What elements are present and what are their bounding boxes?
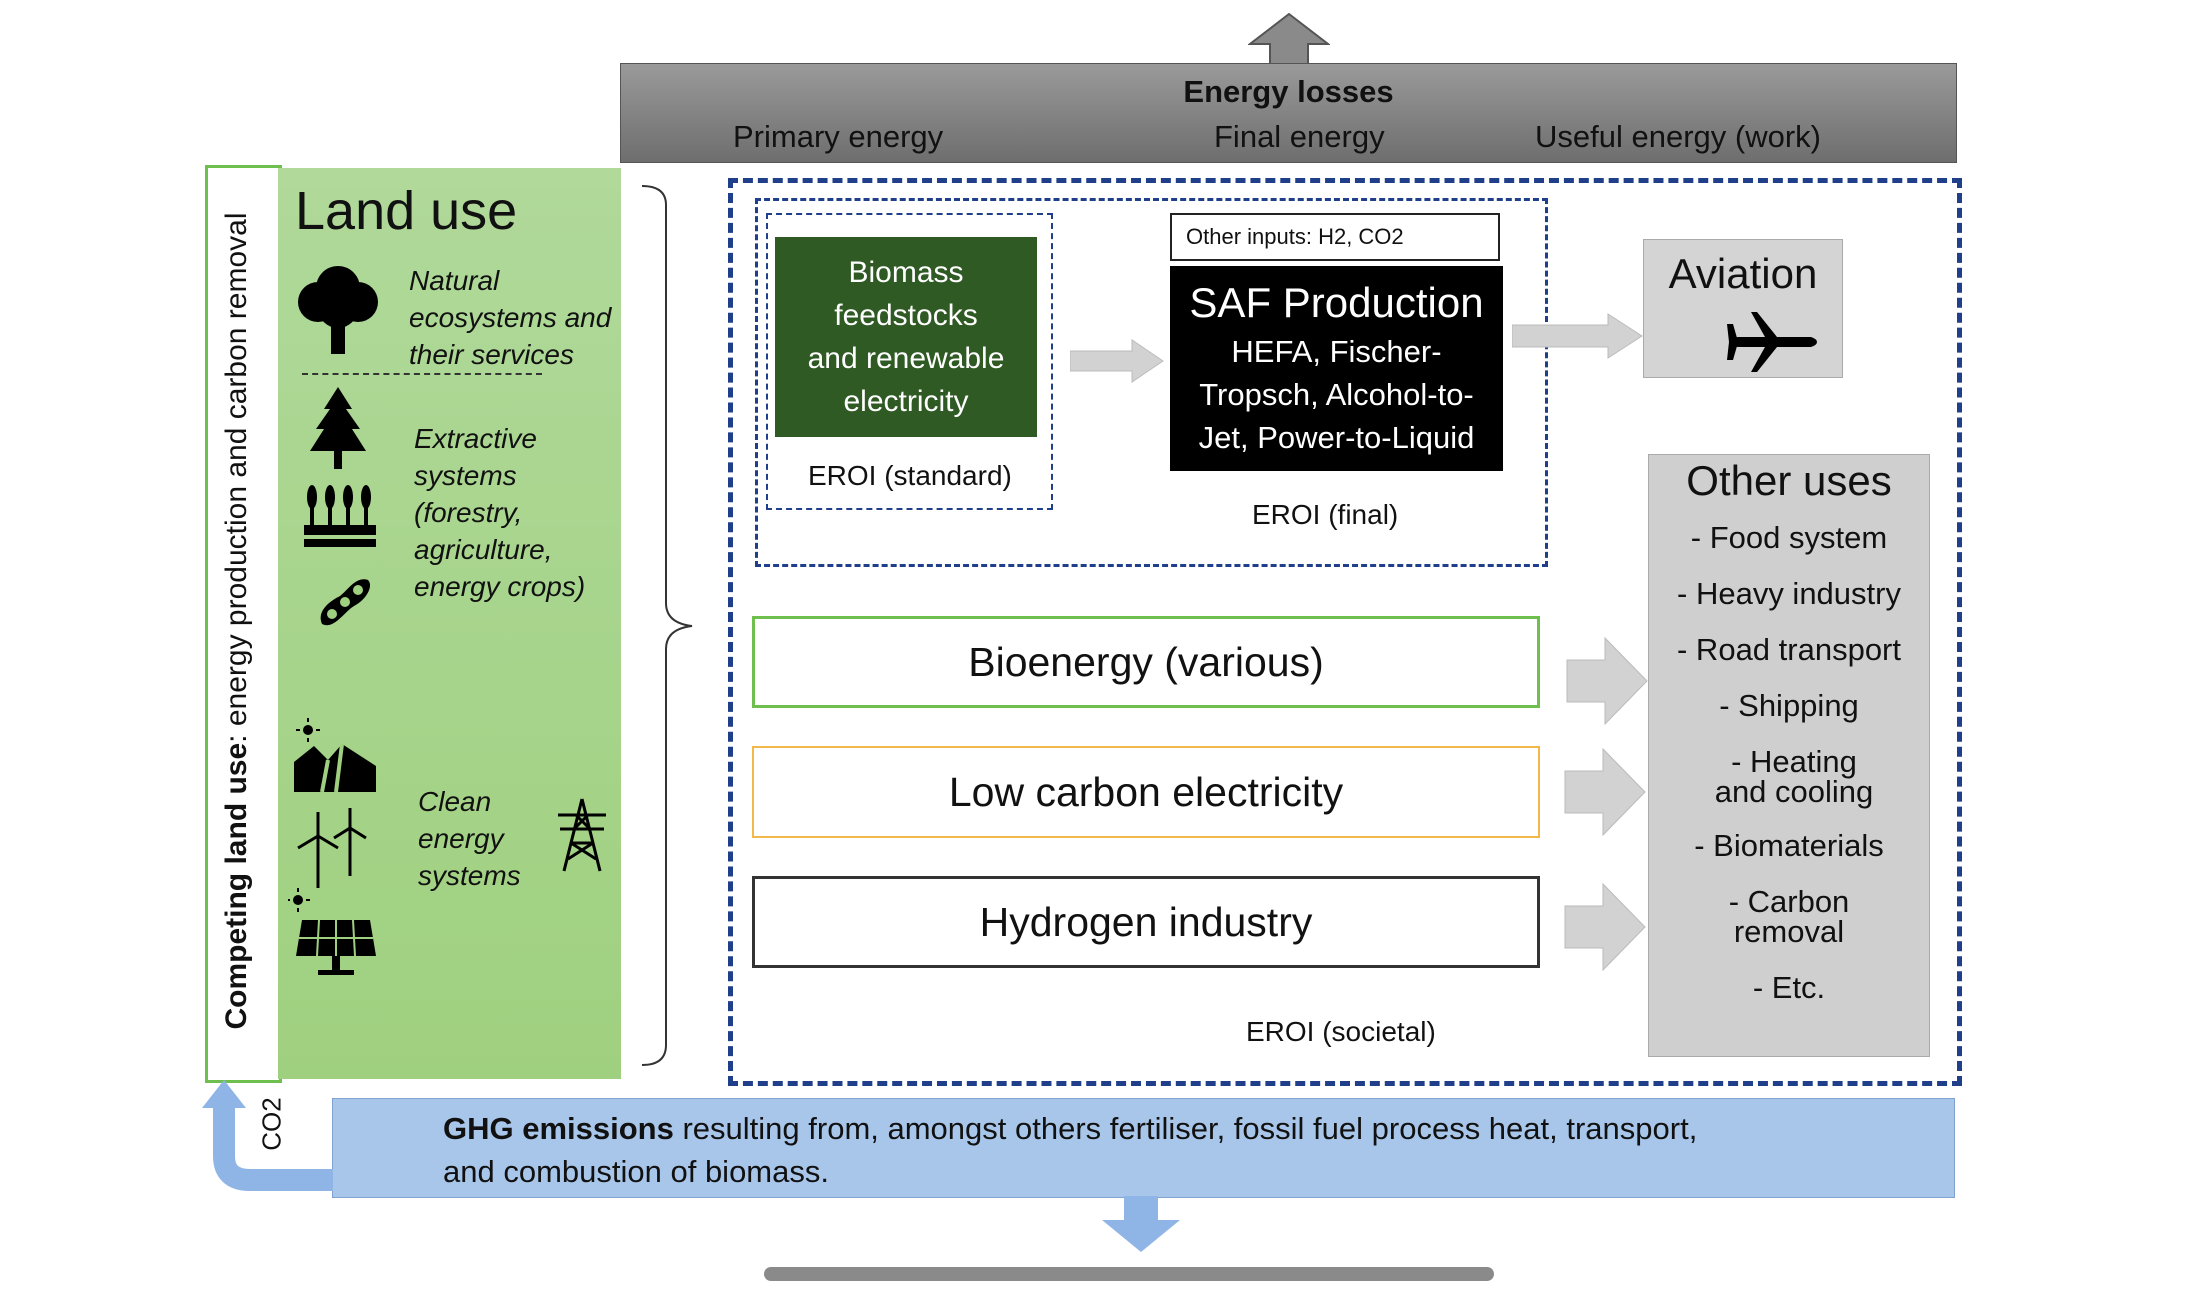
energy-losses-title: Energy losses [1183, 74, 1394, 109]
biomass-line-1: Biomass [848, 256, 964, 289]
extractive-line-1: Extractive [414, 423, 537, 454]
other-use-item: - Heating and cooling [1714, 744, 1874, 809]
natural-line-1: Natural [409, 265, 500, 296]
solar-panel-icon [288, 888, 376, 975]
saf-pathway-line-3: Jet, Power-to-Liquid [1198, 420, 1475, 455]
extractive-line-3: (forestry, [414, 497, 523, 528]
airplane-icon [1727, 312, 1817, 372]
saf-production-title: SAF Production [1189, 279, 1484, 326]
ghg-emissions-bar: GHG emissions resulting from, amongst ot… [332, 1098, 1955, 1198]
hydrogen-industry-box: Hydrogen industry [752, 876, 1540, 968]
biomass-feedstocks-box: Biomass feedstocks and renewable electri… [775, 237, 1037, 437]
hydro-mountain-icon [294, 718, 376, 793]
other-use-item: - Road transport [1677, 632, 1901, 667]
other-use-item: - Food system [1690, 520, 1888, 555]
energy-system-boundary [728, 178, 1962, 1086]
saf-pathway-line-1: HEFA, Fischer- [1231, 334, 1442, 369]
clean-line-3: systems [418, 860, 521, 891]
co2-label: CO2 [256, 1097, 287, 1151]
natural-line-3: their services [409, 339, 574, 370]
biomass-line-4: electricity [843, 385, 969, 418]
saf-pathways: HEFA, Fischer- Tropsch, Alcohol-to- Jet,… [1170, 330, 1503, 459]
co2-return-arrow [202, 1080, 333, 1191]
natural-line-2: ecosystems and [409, 302, 612, 333]
aviation-box: Aviation [1643, 239, 1843, 378]
extractive-line-4: agriculture, [414, 534, 553, 565]
ghg-emissions-text: GHG emissions resulting from, amongst ot… [443, 1107, 1843, 1193]
clean-line-2: energy [418, 823, 504, 854]
power-pylon-icon [558, 798, 606, 872]
ghg-emissions-line-2: and combustion of biomass. [443, 1154, 829, 1189]
other-use-item: - Carbon removal [1728, 884, 1850, 949]
clean-line-1: Clean [418, 786, 492, 817]
bioenergy-to-uses-arrow [1566, 636, 1648, 726]
wind-turbine-icon [297, 808, 367, 888]
aviation-label: Aviation [1668, 250, 1818, 297]
useful-energy-label: Useful energy (work) [1535, 119, 1821, 154]
land-use-divider [302, 373, 542, 375]
competing-land-use-label: Competing land use: energy production an… [220, 181, 260, 1061]
competing-land-use-rest: : energy production and carbon removal [220, 212, 253, 743]
hydrogen-to-uses-arrow [1564, 882, 1646, 972]
other-use-item: - Etc. [1752, 970, 1826, 1005]
ghg-emissions-bold: GHG emissions [443, 1111, 674, 1146]
other-inputs-box: Other inputs: H2, CO2 [1170, 213, 1500, 261]
eroi-societal-label: EROI (societal) [1246, 1016, 1436, 1047]
low-carbon-electricity-box: Low carbon electricity [752, 746, 1540, 838]
extractive-line-5: energy crops) [414, 571, 586, 602]
other-uses-box: Other uses - Food system - Heavy industr… [1648, 454, 1930, 1057]
horizontal-scrollbar[interactable] [764, 1267, 1494, 1281]
energy-losses-up-arrow [1248, 12, 1330, 68]
saf-production-box: SAF Production HEFA, Fischer- Tropsch, A… [1170, 266, 1503, 471]
biomass-boundary [766, 213, 1053, 510]
extractive-line-2: systems [414, 460, 517, 491]
bioenergy-box: Bioenergy (various) [752, 616, 1540, 708]
biomass-line-2: feedstocks [834, 299, 978, 332]
land-use-title: Land use [295, 181, 518, 241]
eroi-standard-label: EROI (standard) [808, 460, 1012, 491]
other-uses-title: Other uses [1686, 457, 1892, 504]
other-use-item: - Shipping [1719, 688, 1859, 723]
crops-icon [304, 485, 376, 547]
biomass-to-saf-arrow [1070, 339, 1164, 383]
energy-losses-bar: Energy losses Primary energy Final energ… [620, 63, 1957, 163]
other-use-item: - Heavy industry [1677, 576, 1901, 611]
primary-energy-label: Primary energy [733, 119, 944, 154]
competing-land-use-box [205, 165, 282, 1083]
grouping-brace [641, 185, 693, 1066]
eroi-final-label: EROI (final) [1252, 499, 1399, 530]
saf-to-aviation-arrow [1512, 313, 1643, 359]
energy-crop-icon [320, 579, 371, 626]
electricity-to-uses-arrow [1564, 747, 1646, 837]
biomass-line-3: and renewable [807, 342, 1005, 375]
final-energy-label: Final energy [1214, 119, 1385, 154]
saf-boundary [755, 198, 1548, 567]
competing-land-use-bold: Competing land use [220, 742, 253, 1030]
pine-tree-icon [310, 387, 366, 469]
saf-pathway-line-2: Tropsch, Alcohol-to- [1199, 377, 1474, 412]
emissions-down-arrow [1102, 1196, 1180, 1252]
other-use-item: - Biomaterials [1694, 828, 1884, 863]
ghg-emissions-rest: resulting from, amongst others fertilise… [682, 1111, 1698, 1146]
tree-icon [298, 266, 378, 354]
